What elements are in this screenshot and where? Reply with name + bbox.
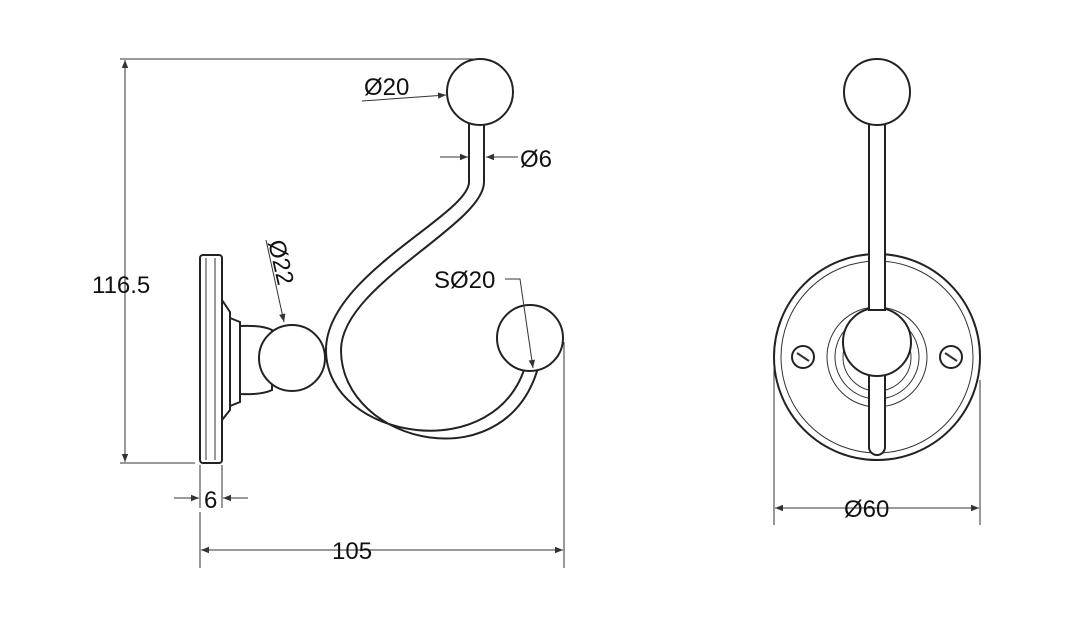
screw-left-icon [791,345,815,369]
lower-ball [496,304,564,372]
dim-collar-label: Ø22 [262,237,299,287]
dim-height-label: 116.5 [92,272,150,299]
dim-rod: Ø6 [440,146,552,173]
hook-arm-side [324,114,542,440]
top-knob [446,58,514,126]
dim-lower-ball: SØ20 [434,267,536,369]
dim-plate: Ø60 [773,368,981,525]
dim-rod-label: Ø6 [520,146,552,173]
dim-depth: 105 [199,342,565,568]
dim-height: 116.5 [92,58,478,464]
collar-ball [258,324,326,392]
rod-front [868,109,886,311]
dim-knob-top-label: Ø20 [364,74,409,101]
dim-lower-ball-label: SØ20 [434,267,495,294]
dim-thickness: 6 [174,465,248,514]
dim-plate-label: Ø60 [844,496,889,523]
top-knob-front [843,58,911,126]
dim-collar: Ø22 [262,237,299,323]
front-view: Ø60 [773,58,981,525]
dim-thickness-label: 6 [204,487,217,514]
dim-depth-label: 105 [332,538,372,565]
dim-knob-top: Ø20 [361,74,447,102]
collar-front [842,307,912,377]
side-view: 116.5 Ø20 Ø6 Ø22 SØ20 6 [92,58,565,568]
screw-right-icon [939,345,963,369]
